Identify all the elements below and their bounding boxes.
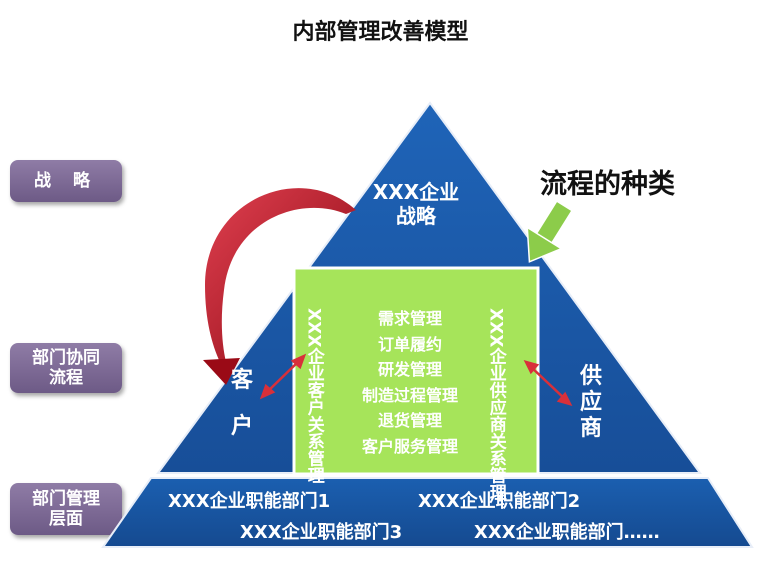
department-1: XXX企业职能部门1 — [168, 491, 331, 512]
department-more: XXX企业职能部门…… — [474, 522, 660, 543]
process-list: 需求管理 订单履约 研发管理 制造过程管理 退货管理 客户服务管理 — [342, 306, 478, 459]
department-3: XXX企业职能部门3 — [240, 522, 403, 543]
list-item: 制造过程管理 — [361, 385, 458, 405]
curved-arrow-head — [203, 358, 240, 385]
list-item: 客户服务管理 — [361, 436, 458, 456]
supplier-double-arrow — [523, 360, 573, 406]
customer-relation-line-crm: 客户关系管理 — [303, 381, 324, 484]
customer-double-arrow — [259, 353, 307, 400]
process-kinds-heading: 流程的种类 — [540, 169, 675, 200]
customer-label: 客户 — [230, 368, 253, 439]
process-box — [292, 266, 540, 476]
department-management-label: 部门管理 层面 — [10, 483, 122, 535]
list-item: 需求管理 — [377, 309, 442, 328]
supplier-relation-line-company: XXX企业 — [485, 308, 506, 382]
green-pointer-arrow — [526, 200, 574, 263]
list-item: 研发管理 — [377, 360, 442, 379]
list-item: 退货管理 — [377, 411, 442, 430]
curved-arrow — [205, 188, 356, 362]
department-collaboration-label: 部门协同 流程 — [10, 343, 122, 393]
pyramid-base-band — [101, 477, 754, 548]
customer-relation-text: XXX企业客户关系管理 — [303, 308, 324, 484]
supplier-relation-text: XXX企业供应商关系管理 — [485, 308, 506, 501]
customer-relation-line-company: XXX企业 — [303, 308, 324, 382]
page-title: 内部管理改善模型 — [292, 20, 469, 45]
supplier-relation-line-srm: 供应商关系管理 — [485, 381, 506, 501]
strategy-text: XXX企业 战略 — [372, 180, 460, 228]
strategy-level-label: 战 略 — [10, 160, 122, 202]
list-item: 订单履约 — [377, 334, 442, 354]
supplier-label: 供应商 — [579, 364, 602, 441]
department-2: XXX企业职能部门2 — [418, 491, 581, 512]
